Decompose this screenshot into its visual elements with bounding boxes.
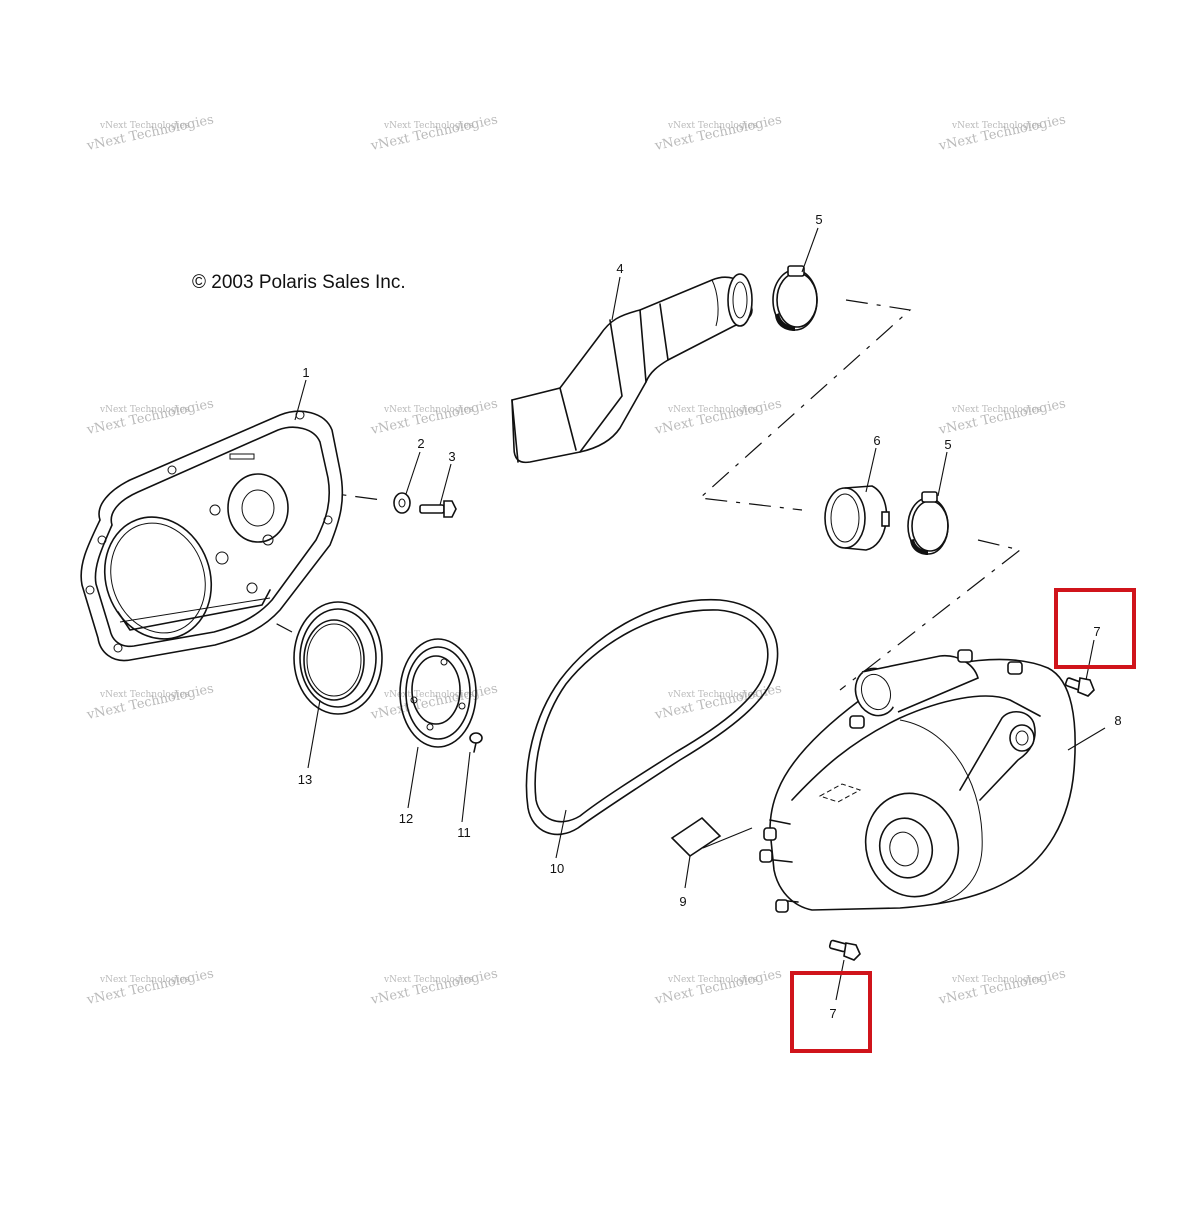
svg-text:vNext Technologies: vNext Technologies [937, 396, 1067, 438]
callout-3: 3 [448, 449, 455, 464]
watermark: vNext Technologies vNext Technologies [937, 966, 1067, 1008]
svg-text:vNext Technologies: vNext Technologies [951, 121, 1042, 131]
bolt-7-upper [1064, 677, 1095, 697]
svg-text:vNext Technologies: vNext Technologies [383, 975, 474, 985]
screw-11 [469, 732, 483, 753]
outer-clutch-cover [759, 649, 1076, 913]
svg-text:vNext Technologies: vNext Technologies [937, 112, 1067, 154]
svg-text:vNext Technologies: vNext Technologies [653, 681, 783, 723]
copyright-text: © 2003 Polaris Sales Inc. [192, 272, 406, 293]
svg-text:vNext Technologies: vNext Technologies [99, 121, 190, 131]
svg-text:vNext Technologies: vNext Technologies [85, 966, 215, 1008]
watermark: vNext Technologies vNext Technologies [85, 396, 215, 438]
svg-text:vNext Technologies: vNext Technologies [937, 966, 1067, 1008]
callout-9: 9 [679, 894, 686, 909]
watermark: vNext Technologies vNext Technologies [369, 966, 499, 1008]
watermark: vNext Technologies vNext Technologies [369, 112, 499, 154]
callout-7-lower: 7 [829, 1006, 836, 1021]
svg-text:vNext Technologies: vNext Technologies [653, 396, 783, 438]
assembly-line [839, 539, 1022, 691]
retainer-plate [399, 638, 477, 748]
inner-clutch-cover [80, 410, 344, 662]
svg-text:vNext Technologies: vNext Technologies [99, 975, 190, 985]
svg-text:vNext Technologies: vNext Technologies [369, 112, 499, 154]
callout-12: 12 [399, 811, 413, 826]
svg-text:vNext Technologies: vNext Technologies [653, 966, 783, 1008]
svg-text:vNext Technologies: vNext Technologies [667, 121, 758, 131]
drive-belt [525, 599, 779, 836]
callout-5-lower: 5 [944, 437, 951, 452]
cover-seal [293, 601, 383, 715]
watermark: vNext Technologies vNext Technologies [653, 396, 783, 438]
watermark: vNext Technologies vNext Technologies [937, 396, 1067, 438]
callout-11: 11 [457, 825, 471, 840]
svg-text:vNext Technologies: vNext Technologies [951, 975, 1042, 985]
intake-duct [511, 273, 753, 464]
callout-2: 2 [417, 436, 424, 451]
decal [670, 816, 722, 858]
callout-1: 1 [302, 365, 309, 380]
assembly-line [698, 299, 912, 511]
duct-coupler [824, 485, 890, 551]
svg-text:vNext Technologies: vNext Technologies [369, 681, 499, 723]
hose-clamp-lower [907, 491, 949, 555]
svg-text:vNext Technologies: vNext Technologies [653, 112, 783, 154]
svg-text:vNext Technologies: vNext Technologies [951, 405, 1042, 415]
svg-text:vNext Technologies: vNext Technologies [667, 690, 758, 700]
svg-text:vNext Technologies: vNext Technologies [85, 681, 215, 723]
callout-7-upper: 7 [1093, 624, 1100, 639]
svg-text:vNext Technologies: vNext Technologies [369, 396, 499, 438]
svg-text:vNext Technologies: vNext Technologies [383, 121, 474, 131]
svg-text:vNext Technologies: vNext Technologies [383, 405, 474, 415]
watermark: vNext Technologies vNext Technologies [653, 966, 783, 1008]
svg-text:vNext Technologies: vNext Technologies [667, 405, 758, 415]
highlight-box-lower [790, 971, 872, 1053]
watermark: vNext Technologies vNext Technologies [369, 681, 499, 723]
leader-lines [294, 227, 1106, 1001]
callout-6: 6 [873, 433, 880, 448]
highlight-box-upper [1054, 588, 1136, 669]
watermark: vNext Technologies vNext Technologies [653, 112, 783, 154]
svg-text:vNext Technologies: vNext Technologies [85, 112, 215, 154]
callout-10: 10 [550, 861, 564, 876]
svg-text:vNext Technologies: vNext Technologies [85, 396, 215, 438]
watermark: vNext Technologies vNext Technologies [85, 112, 215, 154]
washer [393, 492, 411, 514]
svg-text:vNext Technologies: vNext Technologies [383, 690, 474, 700]
watermark: vNext Technologies vNext Technologies [85, 966, 215, 1008]
svg-text:vNext Technologies: vNext Technologies [99, 405, 190, 415]
watermark: vNext Technologies vNext Technologies [85, 681, 215, 723]
svg-text:vNext Technologies: vNext Technologies [667, 975, 758, 985]
callout-13: 13 [298, 772, 312, 787]
svg-text:vNext Technologies: vNext Technologies [99, 690, 190, 700]
callout-5-top: 5 [815, 212, 822, 227]
bolt-3 [419, 500, 457, 518]
bolt-7-lower [828, 939, 861, 961]
watermark: vNext Technologies vNext Technologies [369, 396, 499, 438]
callout-labels: 1 2 3 4 5 6 5 7 8 9 10 11 12 13 7 [298, 212, 1122, 1021]
svg-text:vNext Technologies: vNext Technologies [369, 966, 499, 1008]
callout-4: 4 [616, 261, 623, 276]
watermark: vNext Technologies vNext Technologies [937, 112, 1067, 154]
watermark: vNext Technologies vNext Technologies [653, 681, 783, 723]
hose-clamp-top [772, 265, 818, 331]
callout-8: 8 [1114, 713, 1121, 728]
